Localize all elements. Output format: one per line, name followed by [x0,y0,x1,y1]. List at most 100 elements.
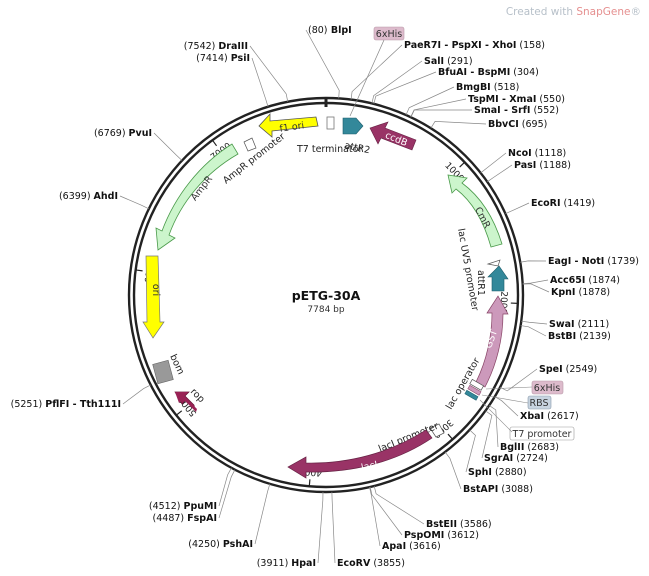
site-label: ApaI (3616) [382,541,441,552]
site-label: BfuAI - BspMI (304) [438,67,539,78]
attr1-label: attR1 [475,270,486,296]
lac-operator-box [469,378,485,391]
gst-arrow [475,295,509,388]
site-label: (5251) PflFI - Tth111I [11,399,121,410]
plasmid-name: pETG-30A [292,288,361,303]
site-label: BmgBI (518) [456,82,519,93]
ccdb-arrow [369,121,417,151]
laci-label: lacI [360,459,378,473]
rbs-leader [481,394,529,404]
site-label: (80) BlpI [308,25,352,36]
site-leader [480,152,507,174]
site-leader [465,429,476,473]
ampr-promoter-label: AmpR promoter [221,131,287,186]
snapgene-watermark: Created with SnapGene® [506,6,641,18]
six-his-top-box [373,26,405,41]
site-leader [444,451,462,490]
ori-left-arrow [142,255,165,339]
rbs-strip [464,389,479,401]
ccdb-label: ccdB [383,130,408,149]
site-label: (4250) PshAI [188,539,253,550]
site-label: (4512) PpuMI [149,501,217,512]
f1-ori-label: f1 ori [279,120,305,134]
site-label: PspOMI (3612) [404,530,479,541]
site-leader [481,410,493,459]
six-his-top-label: 6xHis [376,29,402,40]
laci-arrow [287,429,433,479]
site-label: Acc65I (1874) [550,275,620,286]
site-label: (6399) AhdI [59,191,118,202]
site-leader [410,109,473,118]
site-label: SwaI (2111) [549,319,609,330]
site-label: SmaI - SrfI (552) [474,105,559,116]
site-label: NcoI (1118) [508,148,566,159]
site-leader [522,283,550,293]
ruler-tick [211,139,218,147]
ruler-tick [175,410,183,416]
site-leader [522,279,549,284]
site-label: BstBI (2139) [548,331,611,342]
site-label: TspMI - XmaI (550) [468,94,565,105]
site-leader [371,60,423,104]
site-leader [254,483,271,545]
ruler-tick [135,269,143,272]
site-leader [505,202,530,215]
site-leader [373,71,437,104]
site-leader [350,44,403,100]
bom-box [152,359,174,385]
site-label: SgrAI (2724) [484,453,548,464]
site-label: BstEII (3586) [426,519,492,530]
site-label: (6769) PvuI [94,128,152,139]
ruler-tick [447,433,454,440]
six-his-bottom-leader [485,386,533,390]
ruler-tick [308,479,311,487]
site-leader [218,467,232,507]
site-label: (3911) HpaI [257,558,316,569]
site-leader [153,132,183,161]
watermark-prefix: Created with [505,6,577,18]
site-leader [369,486,403,536]
attr1-arrow [487,265,509,292]
six-his-bottom-box [531,380,564,395]
site-leader [521,320,548,325]
ruler-tick [459,161,466,168]
t7-promoter-label: T7 promoter [512,429,572,440]
laci-promoter-marker [429,423,445,438]
site-label: (4487) FspAI [153,513,217,524]
his-strip [467,384,482,396]
site-label: (7414) PsiI [196,53,250,64]
site-leader [369,487,381,547]
watermark-suffix: ® [630,6,642,18]
plasmid-length: 7784 bp [307,305,344,315]
site-leader [251,57,269,107]
site-label: EagI - NotI (1739) [548,256,639,267]
site-leader [410,98,467,118]
site-leader [430,121,487,129]
site-label: KpnI (1878) [551,287,610,298]
ori-left-label: ori [150,284,161,296]
ampr-promoter-marker [243,137,257,152]
site-label: (7542) DraIII [184,41,248,52]
site-leader [373,485,425,525]
ampr-arrow [155,143,239,251]
site-leader [494,396,519,417]
f1-ori-arrow [258,112,319,138]
attr2-arrow [342,117,364,135]
site-leader [487,164,513,183]
site-leader [520,325,547,337]
site-leader [520,260,547,263]
site-leader [499,368,538,392]
t7-terminator-label: T7 terminator [296,144,362,155]
site-label: SalI (291) [424,56,473,67]
site-leader [305,29,340,99]
site-label: EcoRI (1419) [531,198,595,209]
site-leader [249,45,289,102]
site-leader [218,469,236,519]
site-leader [405,86,455,116]
site-label: PaeR7I - PspXI - XhoI (158) [404,40,545,51]
site-leader [119,195,150,210]
site-label: BbvCI (695) [488,119,547,130]
six-his-bottom-label: 6xHis [534,383,560,394]
ruler-tick-label: 2000 [497,291,508,315]
